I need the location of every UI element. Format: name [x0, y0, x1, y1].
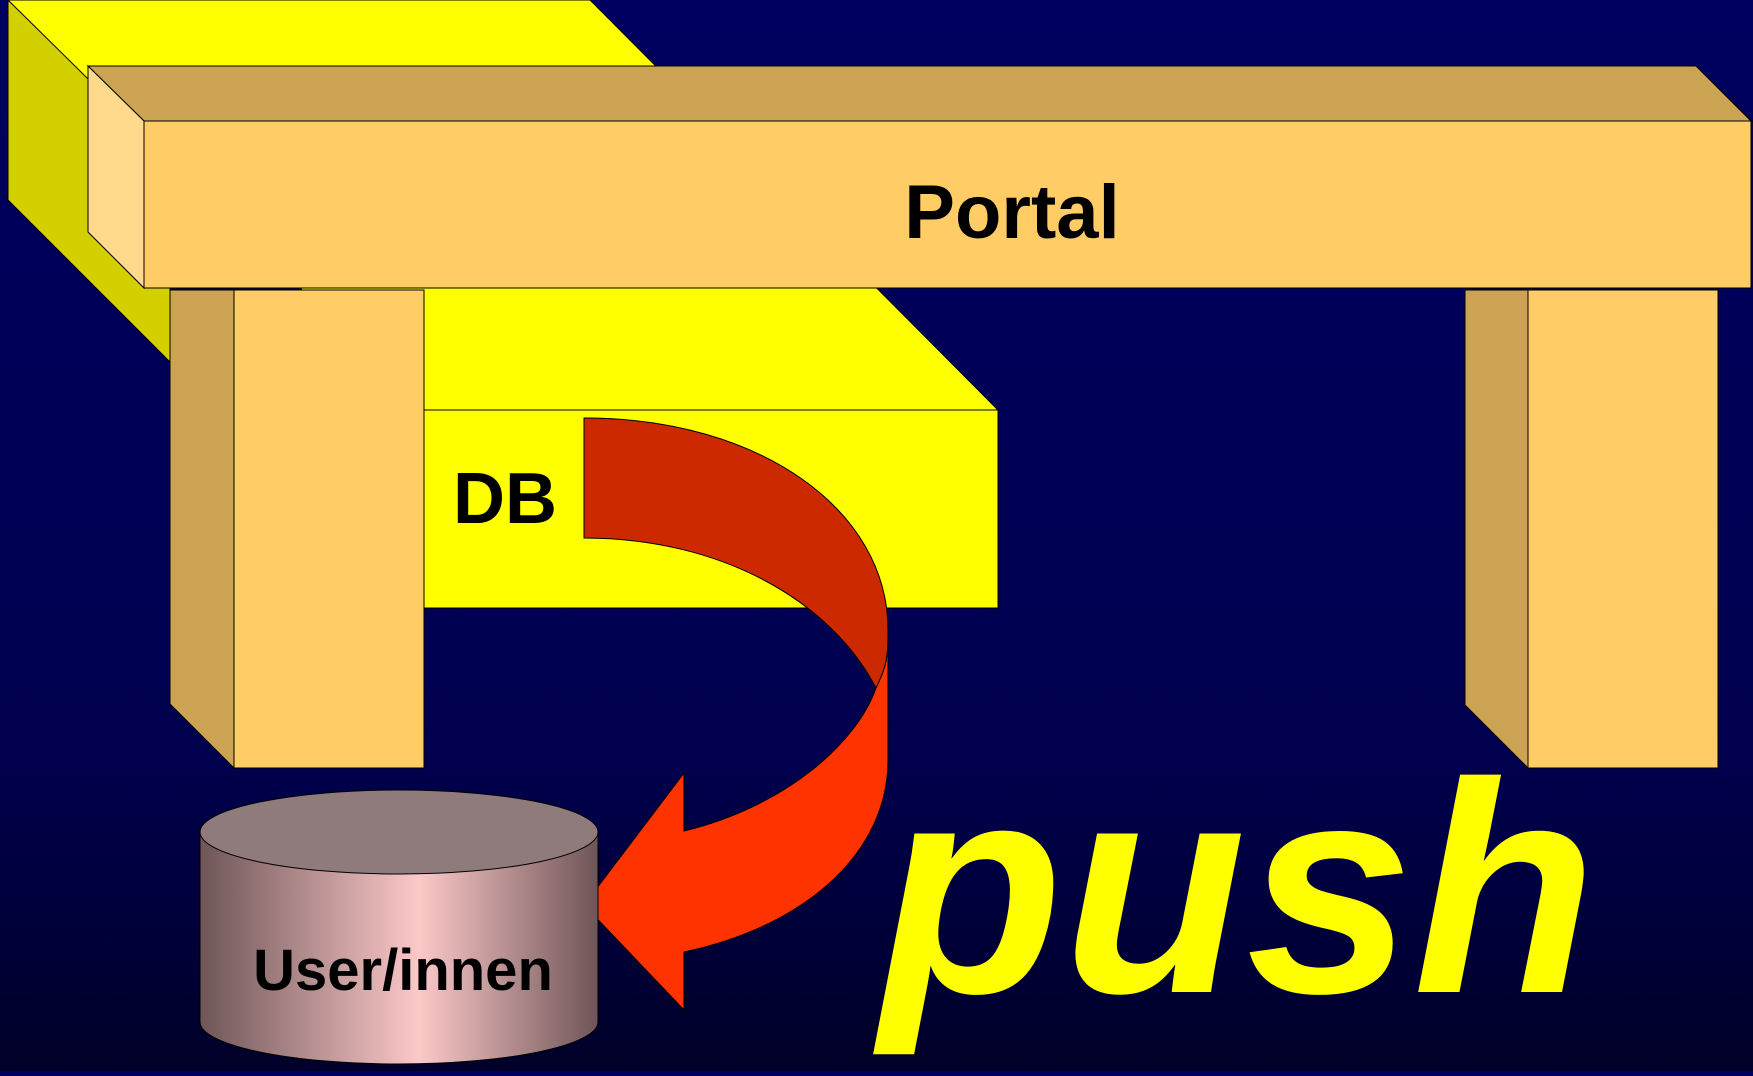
push-label: push — [870, 720, 1596, 1058]
portal-beam: Portal — [86, 64, 1753, 290]
portal-right-leg — [1464, 289, 1719, 770]
right-leg-side — [1464, 289, 1529, 770]
users-label: User/innen — [253, 938, 553, 1003]
right-leg-front — [1527, 289, 1719, 769]
portal-left-leg — [169, 289, 425, 770]
left-leg-side — [169, 289, 235, 770]
curved-push-arrow-icon — [583, 417, 889, 1012]
portal-beam-top-face — [86, 65, 1753, 122]
left-leg-front — [233, 289, 425, 769]
cylinder-body — [199, 831, 599, 1065]
db-label: DB — [453, 459, 557, 539]
arrow-lower-band — [583, 639, 889, 1012]
portal-beam-front — [143, 120, 1752, 289]
cylinder-top — [199, 789, 599, 875]
users-database-icon: User/innen — [199, 789, 599, 1065]
portal-label: Portal — [904, 170, 1119, 255]
